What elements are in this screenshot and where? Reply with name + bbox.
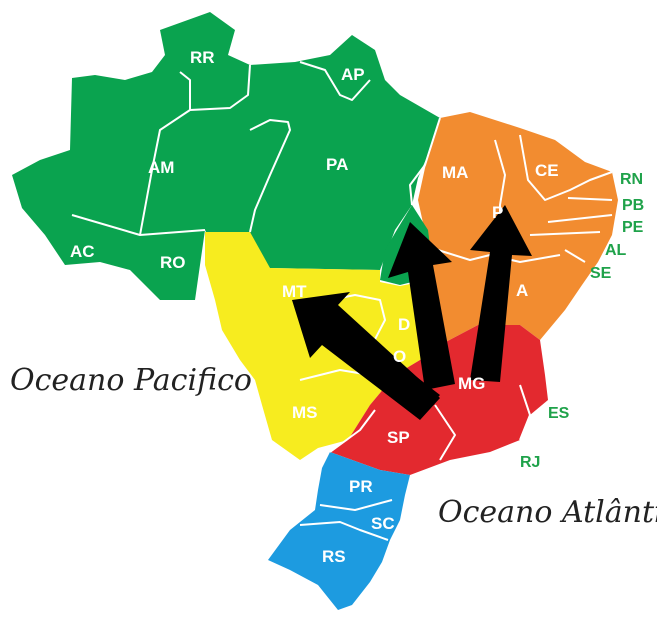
label-ap: AP [341, 65, 365, 84]
label-sc: SC [371, 514, 395, 533]
label-ac: AC [70, 242, 95, 261]
label-ce: CE [535, 161, 559, 180]
label-atlantic-ocean: Oceano Atlântico [438, 495, 657, 530]
arrow-to-pi [388, 222, 455, 390]
label-al: AL [605, 242, 627, 259]
region-south [268, 452, 410, 610]
region-center-west-shape [205, 232, 440, 460]
label-go: O [393, 347, 406, 366]
label-pa: PA [326, 155, 348, 174]
label-ro: RO [160, 253, 186, 272]
label-mt: MT [282, 282, 307, 301]
arrows [292, 205, 532, 420]
label-pr: PR [349, 477, 373, 496]
label-df: D [398, 315, 410, 334]
label-am: AM [148, 158, 174, 177]
region-northeast-shape [418, 112, 618, 345]
label-ma: MA [442, 163, 468, 182]
label-pb: PB [622, 197, 644, 214]
label-se: SE [590, 265, 612, 282]
label-sp: SP [387, 428, 410, 447]
label-rs: RS [322, 547, 346, 566]
label-mg: MG [458, 374, 485, 393]
label-pe: PE [622, 219, 644, 236]
region-northeast [418, 112, 618, 345]
arrow-to-ba [470, 205, 532, 382]
label-rj: RJ [520, 454, 540, 471]
label-rn: RN [620, 171, 643, 188]
arrow-to-mt-body [292, 292, 440, 420]
region-center-west [205, 232, 440, 460]
region-south-shape [268, 452, 410, 610]
label-rr: RR [190, 48, 215, 67]
label-es: ES [548, 405, 570, 422]
label-ba: A [516, 281, 528, 300]
label-pacific-ocean: Oceano Pacifico [10, 363, 252, 398]
state-labels: RR AP AM PA AC RO MA CE P A MT D O MS MG… [70, 48, 644, 566]
label-ms: MS [292, 403, 318, 422]
label-pi: P [492, 203, 503, 222]
